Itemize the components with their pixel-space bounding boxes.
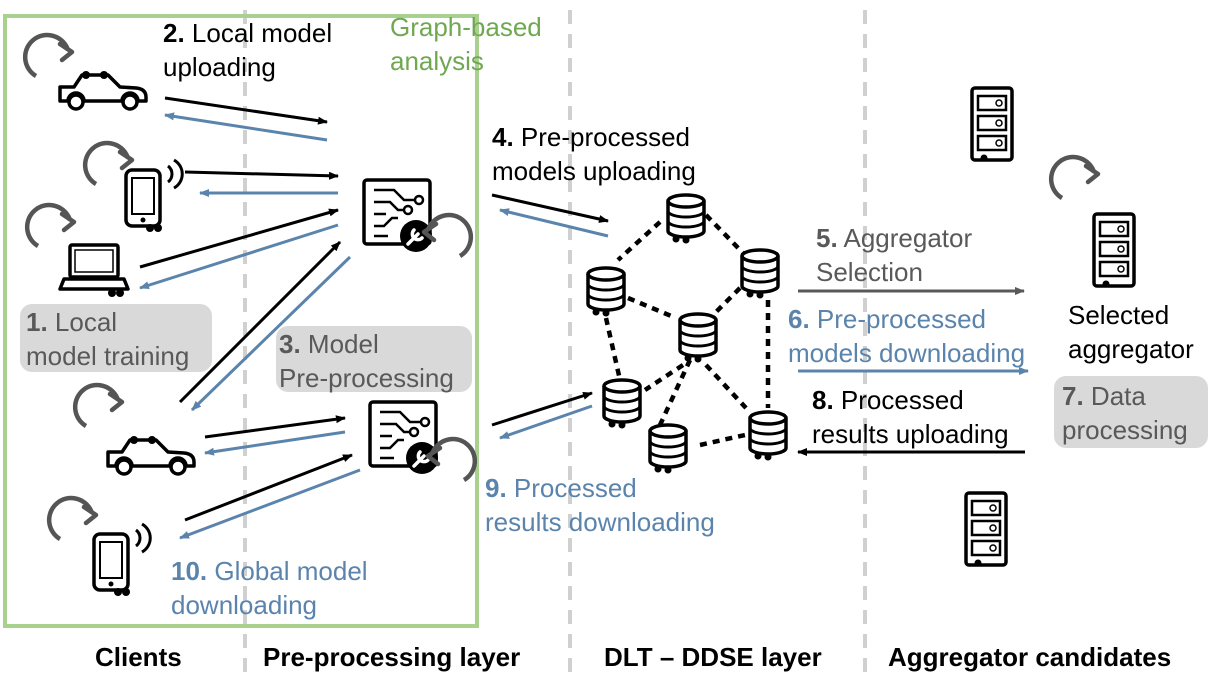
dlt-links [603,213,771,448]
step8-number: 8. [812,385,834,415]
step4-number: 4. [492,122,514,152]
server-icon [964,491,1008,569]
laptop-icon [58,243,130,299]
step1-number: 1. [26,307,48,337]
step6-line2: models downloading [788,338,1026,368]
car-icon [106,434,196,476]
upload-arrows [139,96,1025,522]
step9-line2: results downloading [485,507,715,537]
database-icon [666,193,706,246]
database-icon [678,312,718,365]
layer-title-preprocessing: Pre-processing layer [263,642,521,672]
step7-label: 7. Data processing [1062,379,1188,447]
step8-line1: Processed [840,385,964,415]
step2-number: 2. [163,18,185,48]
step4-label: 4. Pre-processed models uploading [492,120,696,188]
phone-icon [92,522,153,598]
step5-number: 5. [816,223,838,253]
refresh-icon [75,385,122,426]
step7-line2: processing [1062,415,1188,445]
graph-analysis-line2: analysis [390,46,484,76]
refresh-icon [424,215,471,256]
car-icon [58,69,148,111]
database-icon [648,423,688,476]
phone-icon [124,158,185,234]
database-icon [602,378,642,431]
graph-analysis-line1: Graph-based [390,12,542,42]
circuit-wrench-icon [368,400,440,476]
step9-label: 9. Processed results downloading [485,471,715,539]
step10-number: 10. [171,556,208,586]
step7-pill [1054,376,1208,448]
step10-line1: Global model [214,556,368,586]
step8-label: 8. Processed results uploading [812,383,1009,451]
step1-pill [20,304,212,372]
database-icon [748,410,788,463]
refresh-icon [428,439,475,480]
step7-line1: Data [1090,381,1146,411]
download-arrows [139,112,1029,540]
step9-line1: Processed [513,473,637,503]
step10-line2: downloading [171,590,318,620]
selected-aggregator-line2: aggregator [1068,334,1194,364]
step3-line2: Pre-processing [279,363,454,393]
step3-number: 3. [279,329,301,359]
step8-line2: results uploading [812,419,1009,449]
step7-number: 7. [1062,381,1084,411]
server-icon [970,86,1014,164]
layer-title-dlt: DLT – DDSE layer [604,642,822,672]
step4-line1: Pre-processed [520,122,690,152]
step5-line1: Aggregator [843,223,973,253]
step2-line2: uploading [163,52,276,82]
refresh-icon [1051,157,1098,198]
step6-line1: Pre-processed [816,304,986,334]
refresh-icon [27,205,74,246]
step3-pill [276,326,472,392]
step1-label: 1. Local model training [26,305,189,373]
step3-label: 3. Model Pre-processing [279,327,454,395]
step1-line1: Local [54,307,118,337]
server-icon [1092,212,1136,290]
database-icon [586,266,626,319]
step6-label: 6. Pre-processed models downloading [788,302,1025,370]
step1-line2: model training [26,341,190,371]
step9-number: 9. [485,473,507,503]
graph-analysis-box [3,14,479,628]
step3-line1: Model [307,329,379,359]
selected-aggregator-label: Selected aggregator [1068,298,1194,366]
refresh-icon [49,498,96,539]
graph-analysis-label: Graph-based analysis [390,10,542,78]
circuit-wrench-icon [362,178,434,254]
layer-title-aggregators: Aggregator candidates [888,642,1172,672]
refresh-icon [25,35,72,76]
step5-label: 5. Aggregator Selection [816,221,972,289]
step2-label: 2. Local model uploading [163,16,332,84]
step6-number: 6. [788,304,810,334]
selected-aggregator-line1: Selected [1068,300,1170,330]
step4-line2: models uploading [492,156,696,186]
step10-label: 10. Global model downloading [171,554,368,622]
database-icon [740,248,780,301]
layer-title-clients: Clients [95,642,182,672]
step5-line2: Selection [816,257,923,287]
step2-line1: Local model [191,18,333,48]
